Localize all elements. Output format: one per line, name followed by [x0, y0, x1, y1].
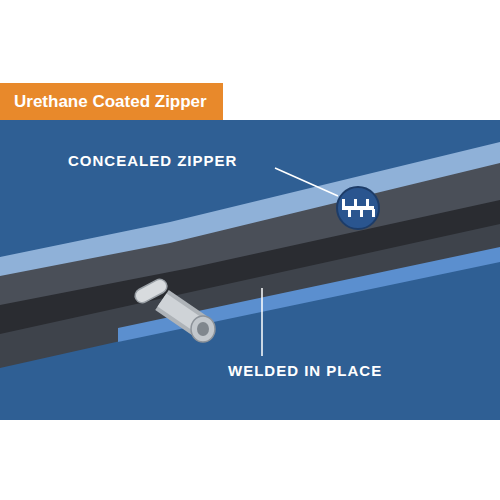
zipper-pull [133, 277, 215, 342]
urethane-coating-top [0, 142, 500, 276]
leader-line [275, 168, 338, 196]
callout-label: WELDED IN PLACE [228, 362, 382, 379]
welded-strip [118, 247, 500, 342]
zipper-teeth-icon [337, 187, 379, 229]
callout-label: CONCEALED ZIPPER [68, 152, 237, 169]
leader-line [261, 288, 263, 356]
blue-panel [0, 120, 500, 420]
upper-fabric-layer [0, 162, 500, 305]
title-tab: Urethane Coated Zipper [0, 83, 223, 120]
